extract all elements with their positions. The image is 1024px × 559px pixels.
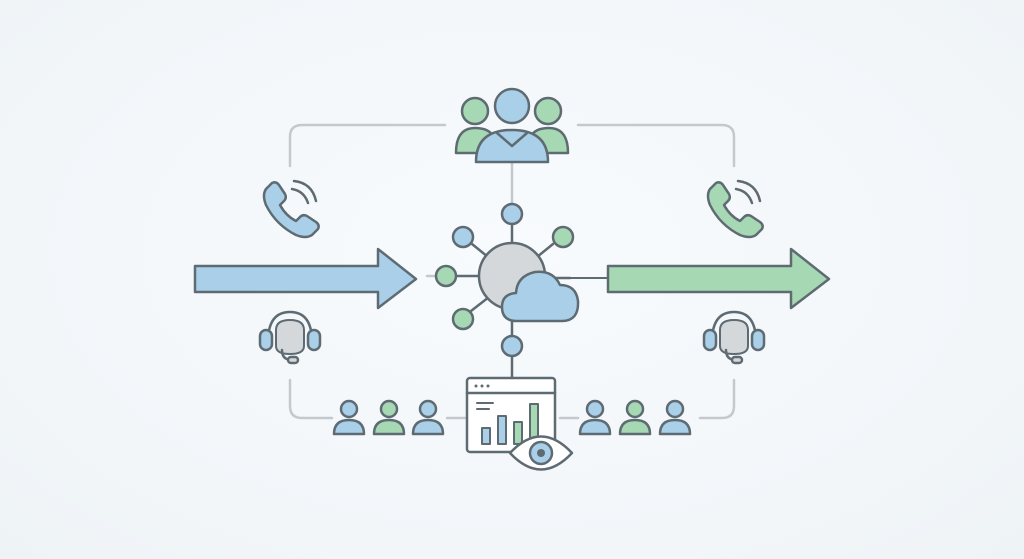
- agent-person-icon: [578, 399, 612, 436]
- eye-icon: [508, 435, 574, 471]
- dashboard-window-icon: [465, 376, 557, 454]
- node-upper-left: [451, 225, 475, 249]
- team-right-head: [533, 96, 563, 126]
- node-bottom: [500, 334, 524, 358]
- phone-right-icon: [706, 179, 764, 239]
- node-lower-left: [451, 307, 475, 331]
- node-upper-right: [551, 225, 575, 249]
- agent-person-icon: [618, 399, 652, 436]
- phone-left-icon: [262, 179, 320, 239]
- bottom-left-connector: [288, 378, 334, 420]
- outbound-arrow-icon: [606, 247, 831, 310]
- agent-person-icon: [332, 399, 366, 436]
- top-right-connector: [576, 123, 736, 168]
- team-center-head: [493, 87, 531, 125]
- inbound-arrow-icon: [193, 247, 418, 310]
- team-center-collar: [495, 131, 529, 148]
- agent-person-icon: [411, 399, 445, 436]
- agent-person-icon: [658, 399, 692, 436]
- headset-left-icon: [258, 310, 322, 365]
- agent-person-icon: [372, 399, 406, 436]
- cloud-icon: [500, 270, 580, 323]
- dashboard-bar: [481, 427, 491, 445]
- top-left-connector: [288, 123, 447, 168]
- node-top: [500, 202, 524, 226]
- team-left-head: [460, 96, 490, 126]
- dashboard-bar: [497, 415, 507, 445]
- connector-lines: [288, 123, 736, 420]
- bottom-right-connector: [698, 378, 736, 420]
- dashboard-bar: [513, 421, 523, 445]
- team-group-icon: [454, 87, 570, 164]
- node-left: [434, 264, 458, 288]
- headset-right-icon: [702, 310, 766, 365]
